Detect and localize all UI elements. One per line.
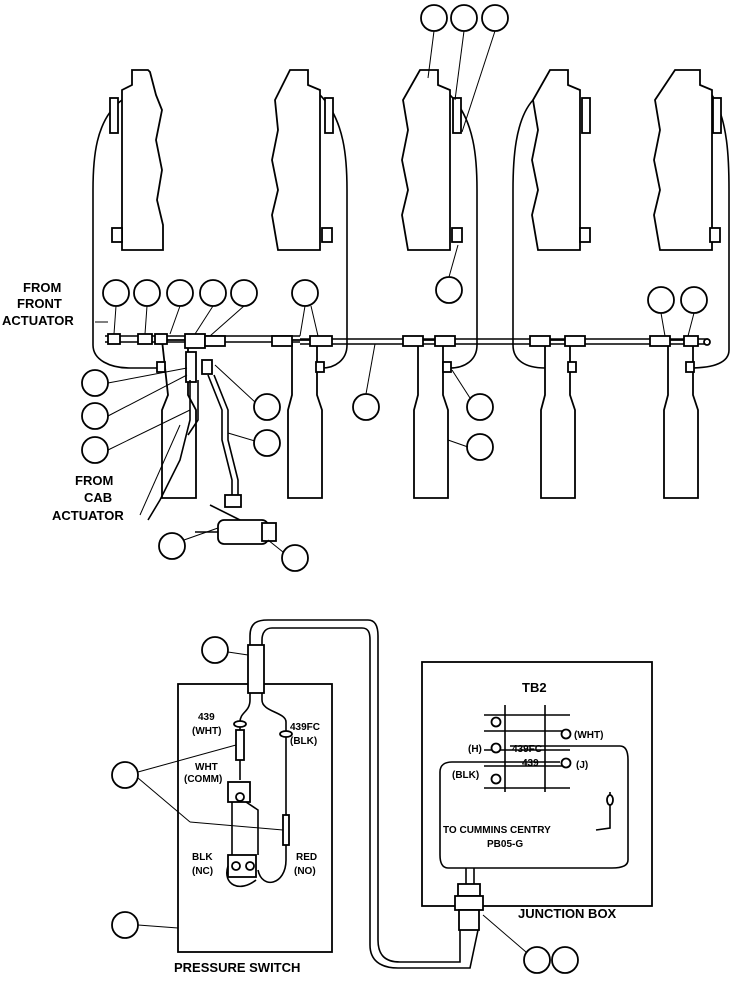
from-front-label-2: FRONT: [17, 296, 62, 311]
ps-wht-comm-2: (COMM): [184, 774, 222, 785]
ps-wht: (WHT): [192, 726, 221, 737]
tb-j: (J): [576, 760, 588, 771]
cab-actuator-hose: [147, 380, 191, 521]
leader-lines-upper: [95, 30, 695, 553]
agent-tank-2: [271, 69, 348, 499]
pressure-switch-title: PRESSURE SWITCH: [174, 960, 300, 975]
tb-blk: (BLK): [452, 770, 479, 781]
switch-hose: [207, 374, 233, 500]
agent-tank-5: [653, 69, 730, 499]
ps-red-no-1: RED: [296, 852, 317, 863]
ps-439: 439: [198, 712, 215, 723]
ps-wht-comm-1: WHT: [195, 762, 218, 773]
pressure-switch-device: [195, 494, 277, 545]
from-cab-label-2: CAB: [84, 490, 112, 505]
ps-blk: (BLK): [290, 736, 317, 747]
agent-tank-3: [401, 69, 478, 499]
to-cummins-label: TO CUMMINS CENTRY: [443, 825, 551, 836]
junction-box-title: JUNCTION BOX: [518, 906, 617, 921]
ps-blk-nc-2: (NC): [192, 866, 213, 877]
cab-hose-bend: [187, 380, 199, 436]
from-front-label-1: FROM: [23, 280, 61, 295]
agent-tank-4: [512, 69, 591, 499]
pb05-label: PB05-G: [487, 839, 523, 850]
from-cab-label-1: FROM: [75, 473, 113, 488]
ps-red-no-2: (NO): [294, 866, 316, 877]
ps-blk-nc-1: BLK: [192, 852, 213, 863]
tb-wht: (WHT): [574, 730, 603, 741]
ps-439fc: 439FC: [290, 722, 320, 733]
junction-box-detail: TB2 (WHT) (H) 439FC 439 (J) (BLK) TO CUM…: [421, 661, 653, 974]
from-front-label-3: ACTUATOR: [2, 313, 74, 328]
tank-assembly: FROM FRONT ACTUATOR FROM CAB ACTUATOR: [2, 4, 730, 572]
from-cab-label-3: ACTUATOR: [52, 508, 124, 523]
actuation-manifold: [105, 333, 711, 383]
tb-439: 439: [522, 758, 539, 769]
tb2-label: TB2: [522, 680, 547, 695]
tb-439fc: 439FC: [512, 744, 542, 755]
callouts-upper: [81, 4, 708, 572]
pressure-switch-detail: 439 (WHT) 439FC (BLK) WHT (COMM) BLK (NC…: [111, 619, 430, 975]
tb-h: (H): [468, 744, 482, 755]
